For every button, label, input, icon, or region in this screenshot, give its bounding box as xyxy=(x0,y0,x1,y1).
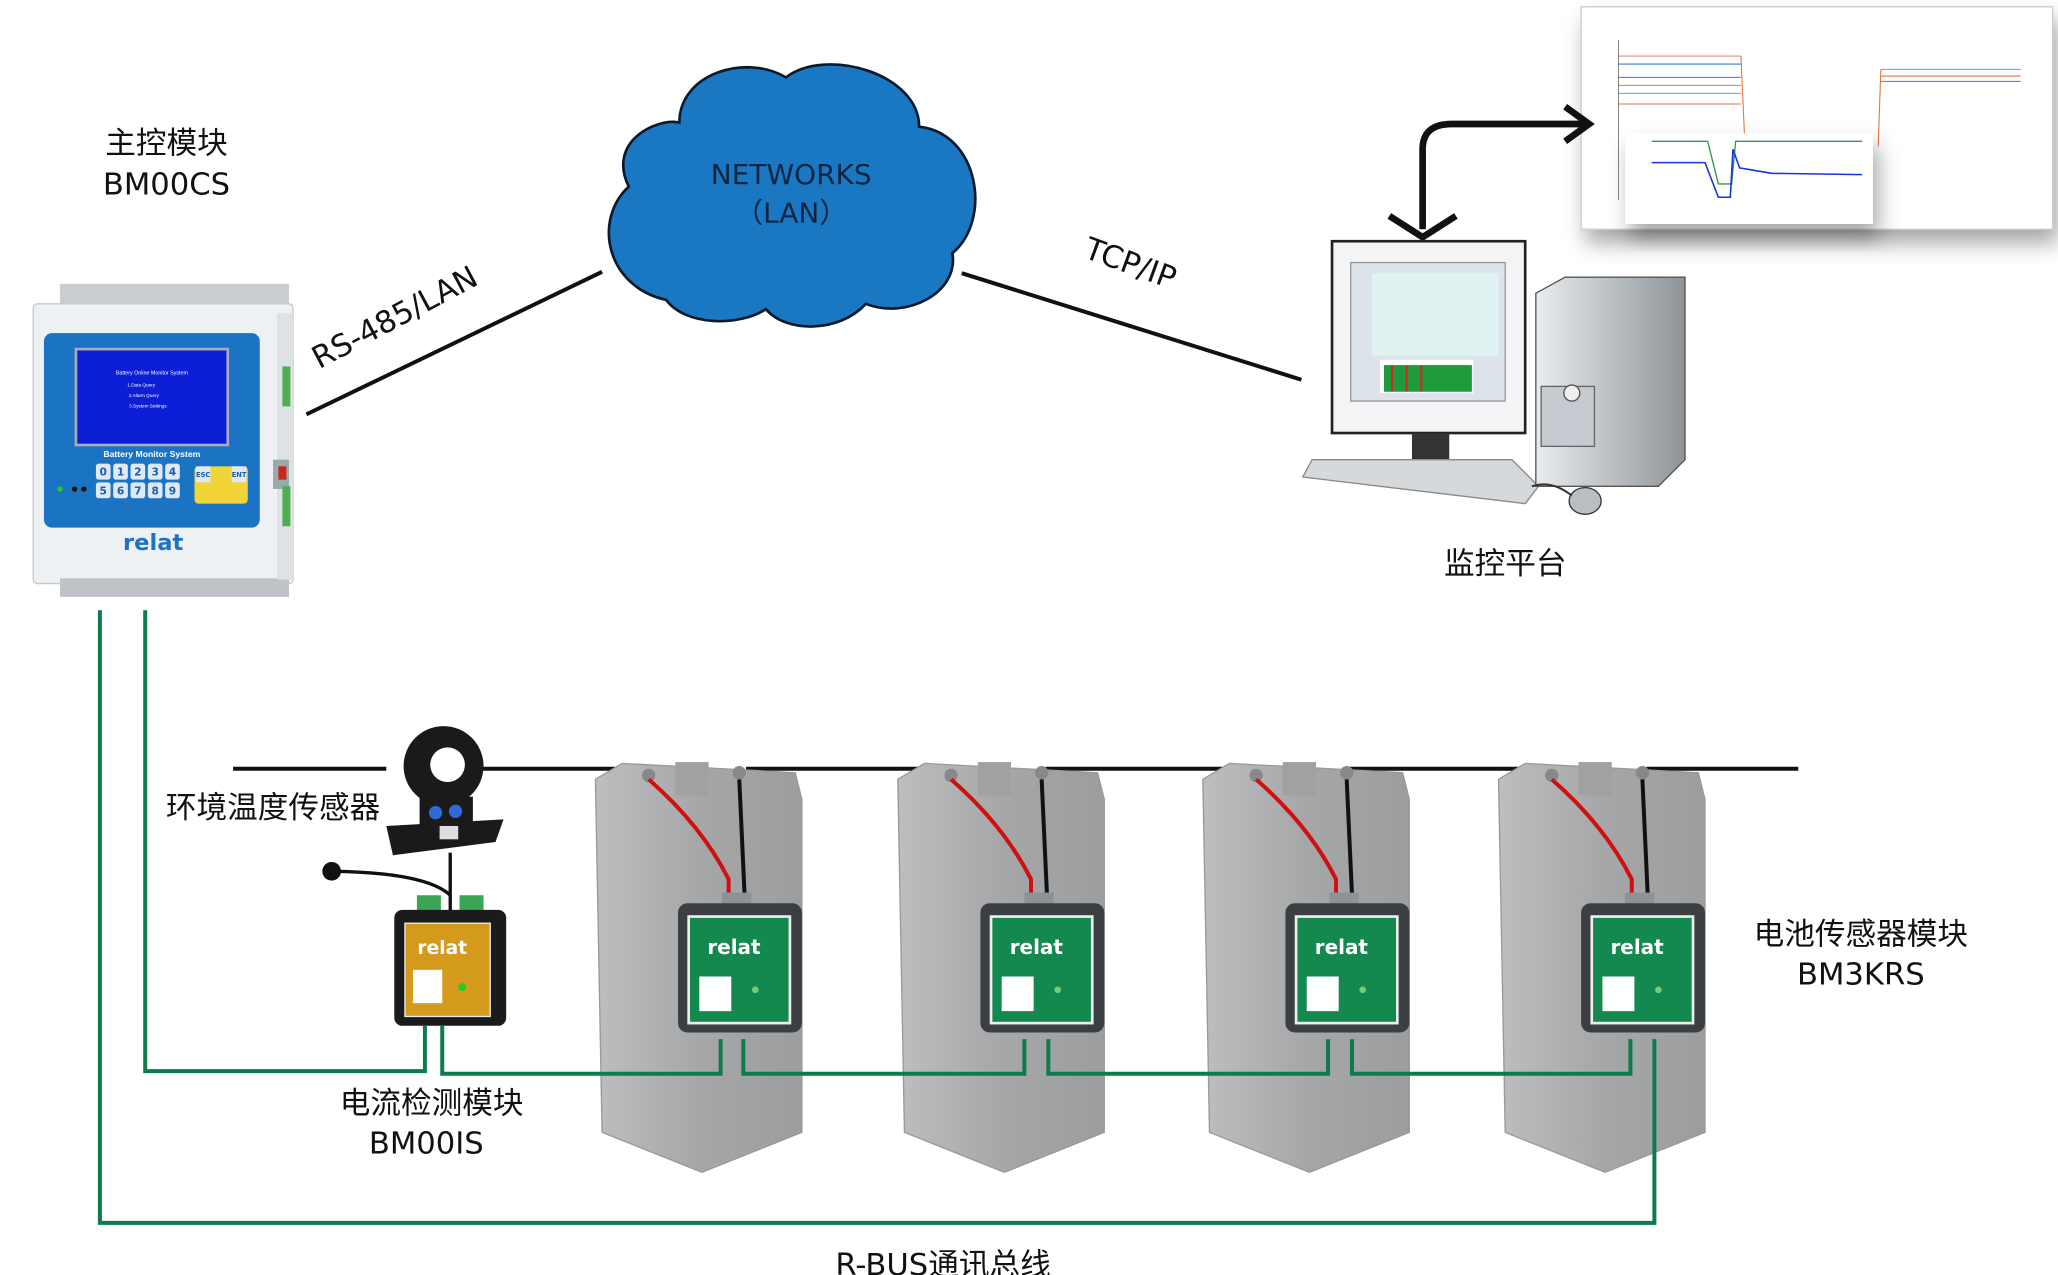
rbus-label: R-BUS通讯总线 xyxy=(835,1248,1050,1275)
key-7: 7 xyxy=(134,484,141,497)
key-8: 8 xyxy=(151,484,158,497)
key-9: 9 xyxy=(169,484,176,497)
network-sublabel: （LAN） xyxy=(735,197,847,230)
panel-title: Battery Monitor System xyxy=(103,449,200,459)
module-logo: relat xyxy=(707,935,761,959)
key-5: 5 xyxy=(100,484,107,497)
controller-logo: relat xyxy=(123,530,184,556)
current-detection-module: relat xyxy=(394,895,507,1026)
monitoring-chart-screenshot xyxy=(1580,6,2054,230)
battery-cell: relat xyxy=(1497,762,1706,1174)
controller-screen xyxy=(74,347,230,447)
key-1: 1 xyxy=(117,466,124,479)
tcpip-link xyxy=(961,271,1303,382)
current-module-model: BM00IS xyxy=(369,1127,484,1162)
battery-sensor-model: BM3KRS xyxy=(1797,957,1925,992)
screen-menu-item: 1.Data Query xyxy=(127,382,155,387)
svg-text:relat: relat xyxy=(417,938,467,959)
module-logo: relat xyxy=(1315,935,1369,959)
key-0: 0 xyxy=(100,466,107,479)
battery-sensor-label: 电池传感器模块 xyxy=(1754,918,1968,953)
key-2: 2 xyxy=(134,466,141,479)
module-logo: relat xyxy=(1610,935,1664,959)
key-4: 4 xyxy=(169,466,176,479)
current-module-label: 电流检测模块 xyxy=(340,1087,524,1122)
battery-cell: relat xyxy=(594,762,803,1174)
network-label: NETWORKS xyxy=(711,158,872,191)
controller-device: Battery Online Monitor System 1.Data Que… xyxy=(32,283,294,597)
screen-menu-item: 3.System Settings xyxy=(129,404,167,409)
temp-sensor-label: 环境温度传感器 xyxy=(166,791,380,826)
monitoring-computer xyxy=(1301,239,1686,515)
battery-cell: relat xyxy=(1202,762,1410,1174)
network-cloud: NETWORKS （LAN） xyxy=(607,63,977,328)
data-flow-arrow xyxy=(1419,120,1586,230)
key-esc: ESC xyxy=(196,471,210,479)
tcpip-label: TCP/IP xyxy=(1079,231,1181,297)
battery-cell: relat xyxy=(897,762,1105,1174)
controller-label: 主控模块 xyxy=(105,126,228,161)
temperature-probe xyxy=(322,861,342,881)
rs485-label: RS-485/LAN xyxy=(307,260,484,376)
key-ent: ENT xyxy=(232,471,247,479)
keypad: 0 1 2 3 4 5 6 7 8 9 ESC ENT xyxy=(95,463,248,504)
rbus-wiring xyxy=(97,610,1657,1225)
key-3: 3 xyxy=(151,466,158,479)
battery-string: relat relat relat relat xyxy=(594,762,1706,1174)
screen-title: Battery Online Monitor System xyxy=(116,370,189,376)
screen-menu-item: 2.Alarm Query xyxy=(129,393,160,398)
rs485-link xyxy=(305,270,603,417)
platform-label: 监控平台 xyxy=(1444,547,1567,582)
key-6: 6 xyxy=(117,484,124,497)
hall-current-sensor xyxy=(386,726,504,856)
module-logo: relat xyxy=(1010,935,1064,959)
controller-model: BM00CS xyxy=(103,168,230,203)
